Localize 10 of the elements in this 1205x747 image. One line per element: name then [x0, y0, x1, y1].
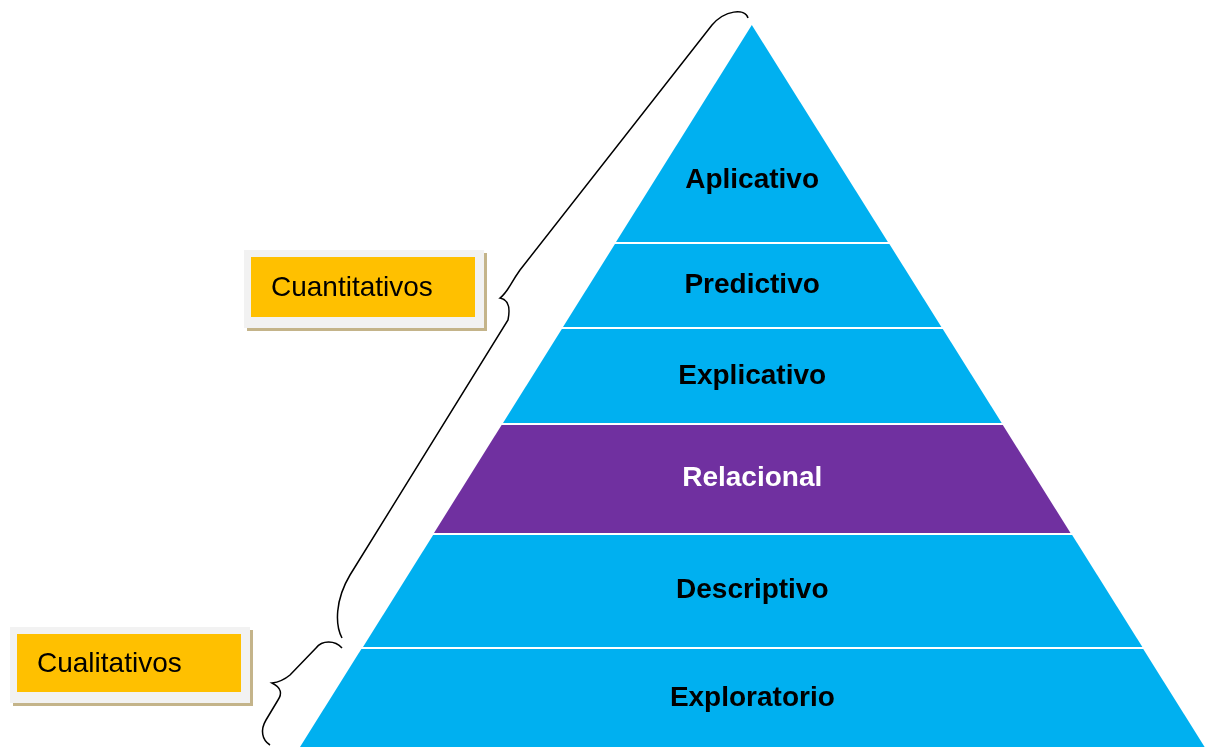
level-label: Descriptivo: [675, 573, 830, 605]
level-label: Relacional: [681, 461, 824, 493]
category-label: Cualitativos: [37, 647, 182, 679]
label-frame: [244, 250, 484, 328]
level-label: Aplicativo: [684, 163, 820, 195]
label-frame: [10, 627, 250, 703]
level-label: Explicativo: [677, 359, 828, 391]
level-label: Exploratorio: [668, 681, 836, 713]
category-label: Cuantitativos: [271, 271, 433, 303]
level-label: Predictivo: [683, 268, 821, 300]
